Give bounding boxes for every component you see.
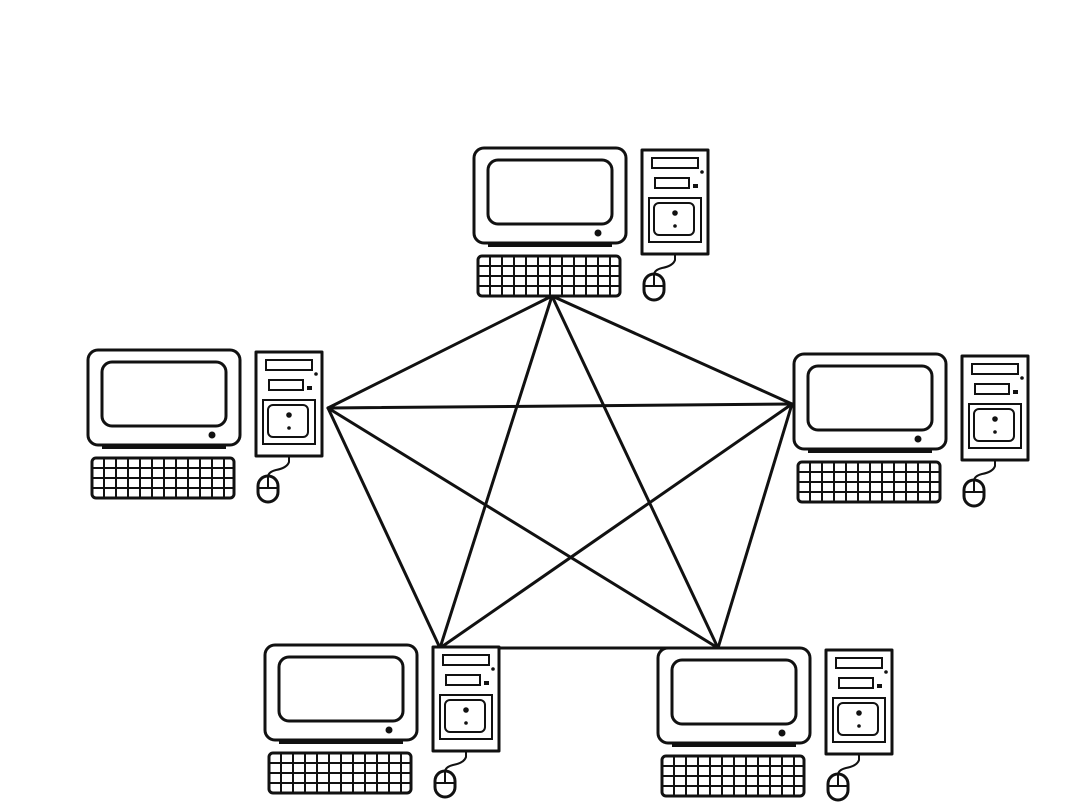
connection-line-top-right [550,294,794,406]
connection-line-left-bottom-left [326,406,442,650]
computers [86,146,1030,802]
desktop-computer-icon-bottom-left [263,643,501,799]
connections [326,294,794,650]
desktop-computer-icon-bottom-right [656,646,894,802]
connection-line-top-left [326,294,554,410]
connection-line-right-bottom-right [716,402,794,650]
connection-line-left-bottom-right [326,406,720,650]
connection-line-top-bottom-right [550,294,720,650]
connection-line-right-bottom-left [438,402,794,650]
connection-line-top-bottom-left [438,294,554,650]
desktop-computer-icon-right [792,352,1030,508]
desktop-computer-icon-top [472,146,710,302]
desktop-computer-icon-left [86,348,324,504]
connection-line-left-right [326,402,794,410]
